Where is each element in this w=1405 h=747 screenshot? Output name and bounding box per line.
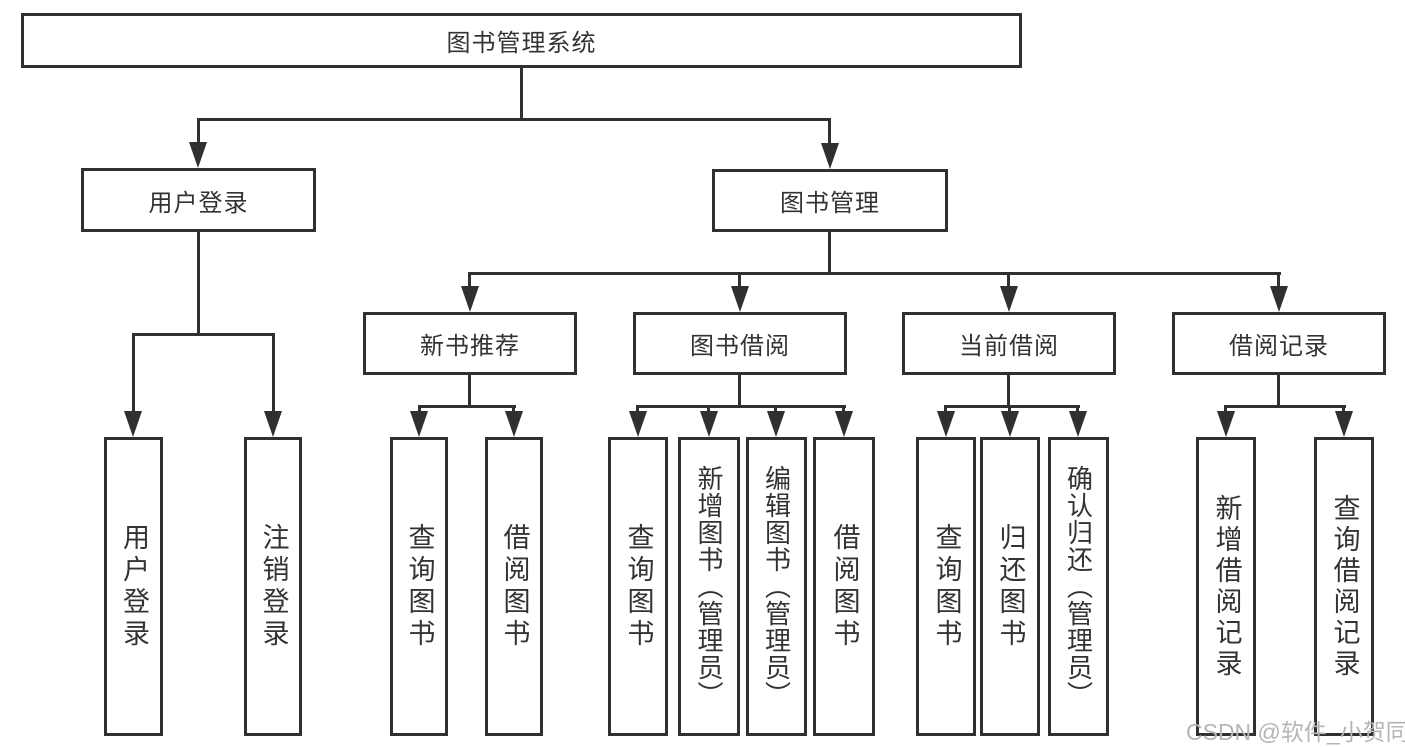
arrow-down-icon bbox=[937, 411, 955, 437]
connector-line bbox=[944, 405, 1080, 408]
leaf-confirm-return-admin: 确认归还（管理员） bbox=[1048, 437, 1109, 736]
leaf-query-books-3: 查询图书 bbox=[916, 437, 976, 736]
connector-line bbox=[520, 68, 523, 118]
node-book-management: 图书管理 bbox=[712, 169, 948, 232]
node-user-login: 用户登录 bbox=[81, 168, 316, 232]
node-new-book-recommend-label: 新书推荐 bbox=[420, 333, 520, 360]
connector-line bbox=[944, 405, 947, 413]
arrow-down-icon bbox=[1270, 286, 1288, 312]
leaf-logout: 注销登录 bbox=[244, 437, 302, 736]
node-book-borrow: 图书借阅 bbox=[633, 312, 847, 375]
leaf-return-book-label: 归还图书 bbox=[995, 522, 1026, 651]
connector-line bbox=[1076, 405, 1079, 413]
connector-line bbox=[1342, 405, 1345, 413]
node-root-label: 图书管理系统 bbox=[446, 30, 597, 57]
arrow-down-icon bbox=[1001, 411, 1019, 437]
connector-line bbox=[418, 405, 516, 408]
leaf-borrow-books-1-label: 借阅图书 bbox=[499, 522, 530, 651]
connector-line bbox=[636, 405, 846, 408]
leaf-query-borrow-record: 查询借阅记录 bbox=[1314, 437, 1374, 736]
leaf-add-borrow-record: 新增借阅记录 bbox=[1196, 437, 1256, 736]
connector-line bbox=[738, 375, 741, 405]
leaf-add-book-admin-label: 新增图书（管理员） bbox=[694, 465, 724, 708]
node-borrow-records: 借阅记录 bbox=[1172, 312, 1386, 375]
leaf-query-borrow-record-label: 查询借阅记录 bbox=[1329, 493, 1360, 680]
connector-line bbox=[418, 405, 421, 413]
leaf-query-books-2: 查询图书 bbox=[608, 437, 668, 736]
arrow-down-icon bbox=[1217, 411, 1235, 437]
leaf-query-books-2-label: 查询图书 bbox=[623, 522, 654, 651]
leaf-borrow-books-2: 借阅图书 bbox=[813, 437, 875, 736]
connector-line bbox=[636, 405, 639, 413]
arrow-down-icon bbox=[124, 411, 142, 437]
connector-line bbox=[468, 375, 471, 405]
arrow-down-icon bbox=[700, 411, 718, 437]
connector-line bbox=[1224, 405, 1346, 408]
leaf-edit-book-admin: 编辑图书（管理员） bbox=[746, 437, 807, 736]
leaf-confirm-return-admin-label: 确认归还（管理员） bbox=[1063, 465, 1094, 708]
arrow-down-icon bbox=[1335, 411, 1353, 437]
arrow-down-icon bbox=[629, 411, 647, 437]
connector-line bbox=[197, 118, 200, 144]
connector-line bbox=[468, 272, 471, 288]
arrow-down-icon bbox=[505, 411, 523, 437]
arrow-down-icon bbox=[461, 286, 479, 312]
connector-line bbox=[1007, 375, 1010, 405]
arrow-down-icon bbox=[264, 411, 282, 437]
connector-line bbox=[132, 333, 135, 413]
connector-line bbox=[738, 272, 741, 288]
leaf-edit-book-admin-label: 编辑图书（管理员） bbox=[761, 465, 792, 708]
node-current-borrow: 当前借阅 bbox=[902, 312, 1116, 375]
arrow-down-icon bbox=[835, 411, 853, 437]
connector-line bbox=[1007, 272, 1010, 288]
node-book-borrow-label: 图书借阅 bbox=[690, 333, 790, 360]
arrow-down-icon bbox=[189, 142, 207, 168]
connector-line bbox=[707, 405, 710, 413]
leaf-user-login: 用户登录 bbox=[104, 437, 163, 736]
arrow-down-icon bbox=[821, 143, 839, 169]
arrow-down-icon bbox=[1000, 286, 1018, 312]
node-root: 图书管理系统 bbox=[21, 13, 1022, 68]
leaf-query-books-1-label: 查询图书 bbox=[404, 522, 435, 651]
connector-line bbox=[1277, 375, 1280, 405]
connector-line bbox=[828, 118, 831, 144]
node-current-borrow-label: 当前借阅 bbox=[959, 333, 1059, 360]
node-book-management-label: 图书管理 bbox=[780, 190, 880, 217]
connector-line bbox=[774, 405, 777, 413]
arrow-down-icon bbox=[410, 411, 428, 437]
connector-line bbox=[468, 272, 1281, 275]
leaf-borrow-books-1: 借阅图书 bbox=[485, 437, 543, 736]
connector-line bbox=[132, 333, 275, 336]
node-borrow-records-label: 借阅记录 bbox=[1229, 333, 1329, 360]
node-user-login-label: 用户登录 bbox=[148, 189, 249, 217]
connector-line bbox=[1224, 405, 1227, 413]
arrow-down-icon bbox=[1069, 411, 1087, 437]
connector-line bbox=[197, 118, 831, 121]
connector-line bbox=[1277, 272, 1280, 288]
arrow-down-icon bbox=[731, 286, 749, 312]
leaf-add-book-admin: 新增图书（管理员） bbox=[678, 437, 740, 736]
leaf-user-login-label: 用户登录 bbox=[119, 522, 149, 651]
leaf-borrow-books-2-label: 借阅图书 bbox=[829, 522, 860, 651]
leaf-query-books-3-label: 查询图书 bbox=[931, 522, 962, 651]
connector-line bbox=[272, 333, 275, 413]
leaf-add-borrow-record-label: 新增借阅记录 bbox=[1211, 493, 1242, 680]
node-new-book-recommend: 新书推荐 bbox=[363, 312, 577, 375]
csdn-watermark: CSDN @软件_小贺同学 bbox=[1186, 719, 1405, 745]
leaf-query-books-1: 查询图书 bbox=[390, 437, 448, 736]
leaf-logout-label: 注销登录 bbox=[258, 522, 289, 651]
connector-line bbox=[828, 232, 831, 272]
arrow-down-icon bbox=[767, 411, 785, 437]
connector-line bbox=[197, 232, 200, 333]
leaf-return-book: 归还图书 bbox=[980, 437, 1040, 736]
connector-line bbox=[1008, 405, 1011, 413]
connector-line bbox=[512, 405, 515, 413]
connector-line bbox=[842, 405, 845, 413]
